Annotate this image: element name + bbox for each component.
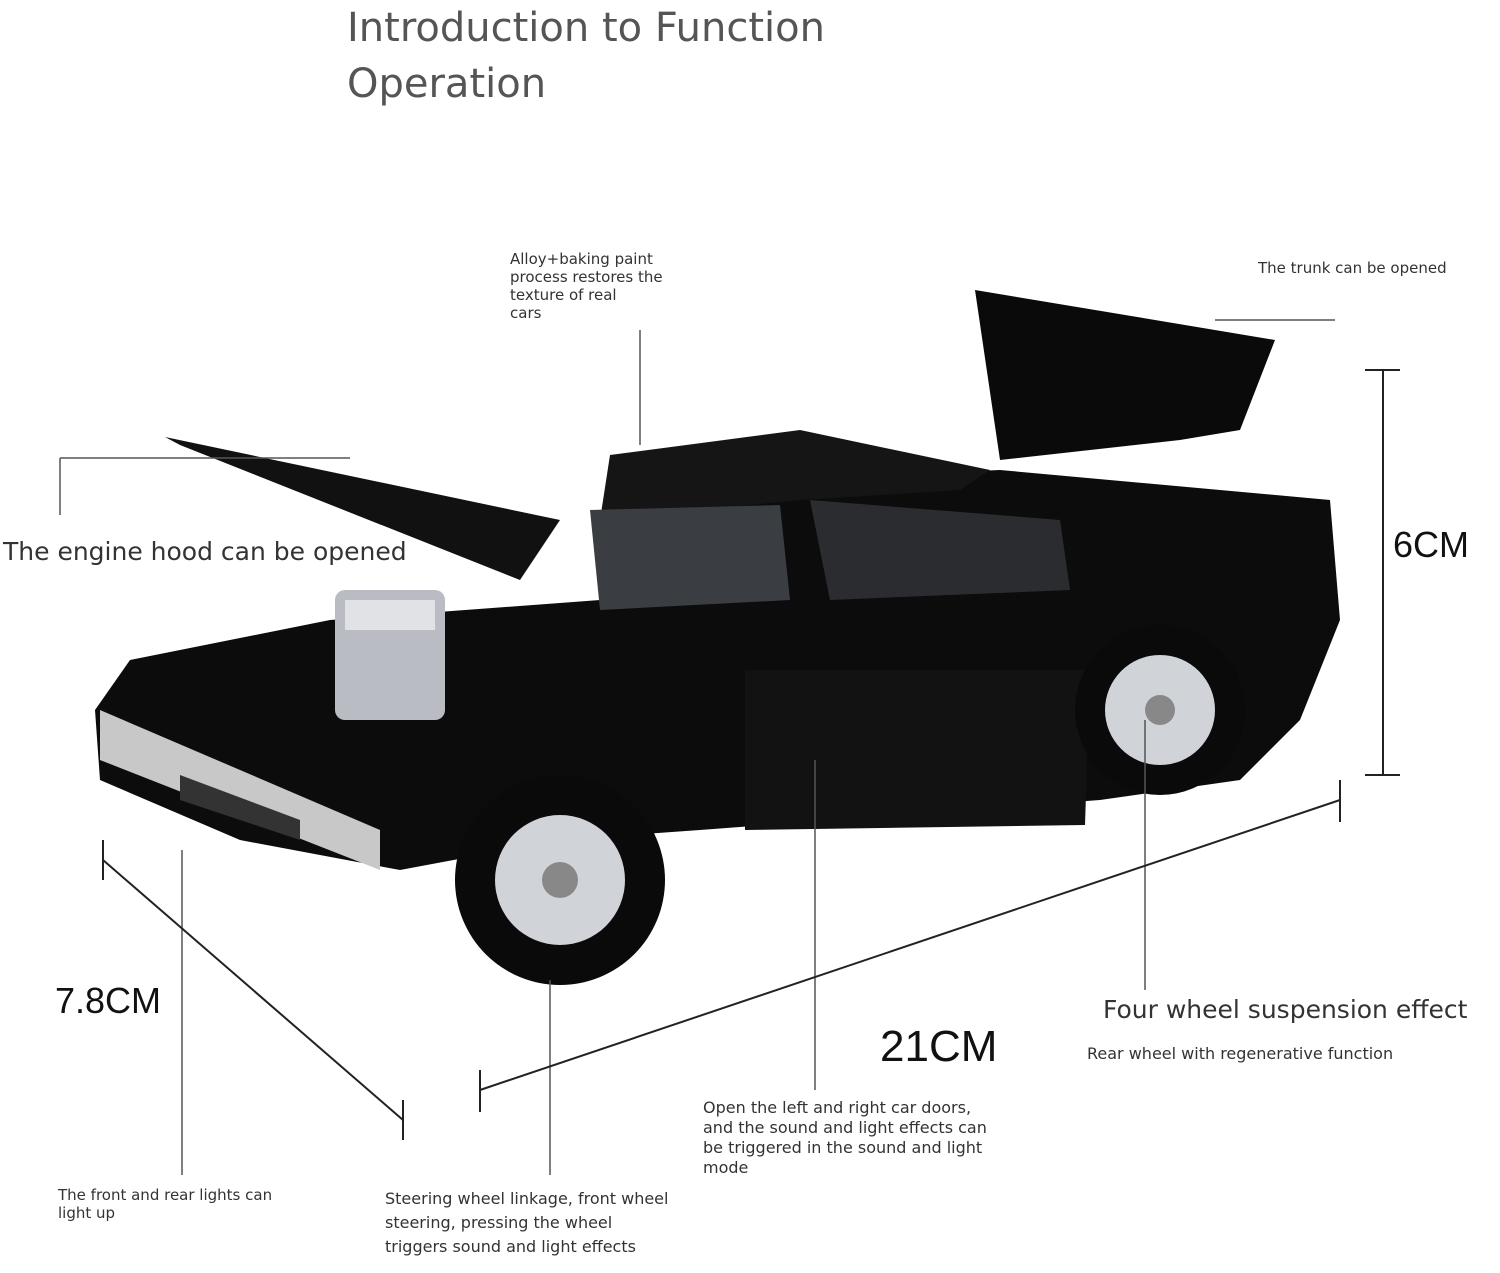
callout-line: The front and rear lights can bbox=[58, 1186, 273, 1204]
callout-line: triggers sound and light effects bbox=[385, 1237, 636, 1256]
callout-suspension: Four wheel suspension effect bbox=[1103, 995, 1468, 1024]
callout-line: steering, pressing the wheel bbox=[385, 1213, 613, 1232]
callout-steering: Steering wheel linkage, front wheel stee… bbox=[385, 1187, 668, 1259]
callout-lights: The front and rear lights can light up bbox=[58, 1186, 272, 1222]
leader-lines bbox=[59, 319, 1335, 1175]
callout-line: mode bbox=[703, 1158, 749, 1177]
title-line-1: Introduction to Function bbox=[347, 5, 825, 51]
dimension-width: 7.8CM bbox=[55, 980, 162, 1021]
callout-line: Alloy+baking paint bbox=[510, 250, 653, 268]
callout-alloy: Alloy+baking paint process restores the … bbox=[510, 250, 663, 322]
callout-rear-wheel: Rear wheel with regenerative function bbox=[1087, 1044, 1394, 1063]
callout-line: process restores the bbox=[510, 268, 663, 286]
car-model-image bbox=[95, 290, 1340, 985]
callout-doors: Open the left and right car doors, and t… bbox=[703, 1098, 987, 1178]
callout-line: light up bbox=[58, 1204, 116, 1222]
callout-trunk: The trunk can be opened bbox=[1258, 259, 1447, 277]
callout-line: be triggered in the sound and light bbox=[703, 1138, 983, 1157]
dimension-height: 6CM bbox=[1393, 524, 1470, 565]
dimension-length: 21CM bbox=[880, 1022, 998, 1071]
title-line-2: Operation bbox=[347, 61, 547, 107]
callout-line: Steering wheel linkage, front wheel bbox=[385, 1189, 669, 1208]
callout-line: and the sound and light effects can bbox=[703, 1118, 987, 1137]
callout-line: Open the left and right car doors, bbox=[703, 1098, 972, 1117]
callout-hood: The engine hood can be opened bbox=[3, 537, 407, 566]
callout-line: texture of real bbox=[510, 286, 617, 304]
dimension-lines bbox=[102, 369, 1400, 1140]
page-title: Introduction to Function Operation bbox=[347, 0, 825, 112]
callout-line: cars bbox=[510, 304, 542, 322]
